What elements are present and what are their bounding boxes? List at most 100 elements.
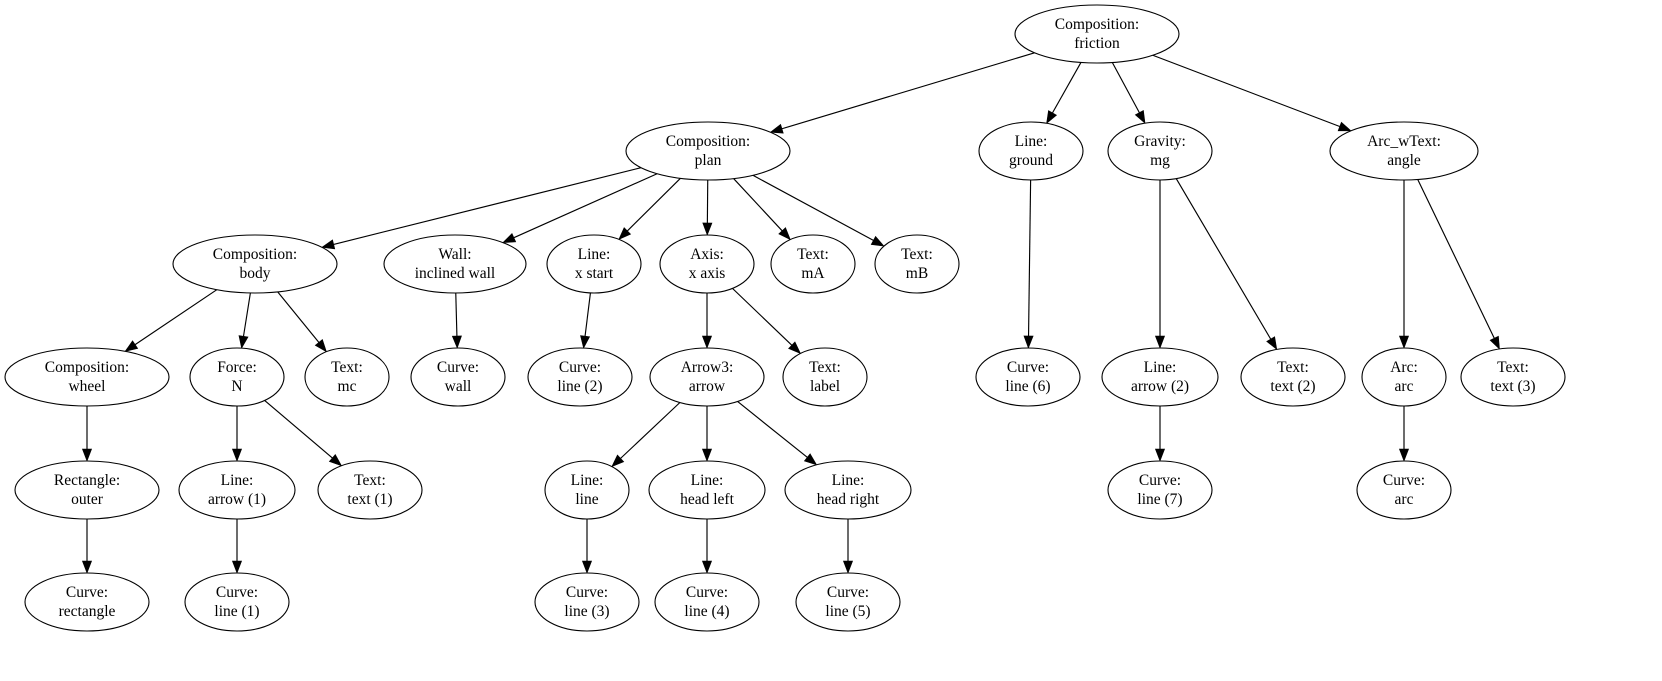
node-arc[interactable]: Arc:arc bbox=[1361, 347, 1447, 407]
node-shape[interactable] bbox=[1329, 121, 1479, 181]
node-shape[interactable] bbox=[1460, 347, 1566, 407]
node-line6[interactable]: Curve:line (6) bbox=[975, 347, 1081, 407]
node-shape[interactable] bbox=[874, 234, 960, 294]
node-shape[interactable] bbox=[649, 347, 765, 407]
node-label-name: line (3) bbox=[564, 603, 609, 620]
node-shape[interactable] bbox=[978, 121, 1084, 181]
node-label-type: Text: bbox=[797, 246, 829, 263]
arrow-head-icon bbox=[231, 448, 243, 462]
node-shape[interactable] bbox=[784, 460, 912, 520]
node-shape[interactable] bbox=[654, 572, 760, 632]
node-shape[interactable] bbox=[1361, 347, 1447, 407]
node-label-type: Curve: bbox=[1383, 472, 1425, 489]
node-curvewall[interactable]: Curve:wall bbox=[410, 347, 506, 407]
node-shape[interactable] bbox=[1240, 347, 1346, 407]
node-wheel[interactable]: Composition:wheel bbox=[4, 347, 170, 407]
node-shape[interactable] bbox=[178, 460, 296, 520]
arrow-head-icon bbox=[314, 339, 327, 353]
node-shape[interactable] bbox=[189, 347, 285, 407]
node-shape[interactable] bbox=[14, 460, 160, 520]
node-shape[interactable] bbox=[4, 347, 170, 407]
node-rectangle[interactable]: Curve:rectangle bbox=[24, 572, 150, 632]
node-line4[interactable]: Curve:line (4) bbox=[654, 572, 760, 632]
node-shape[interactable] bbox=[770, 234, 856, 294]
node-shape[interactable] bbox=[659, 234, 755, 294]
node-gravity[interactable]: Gravity:mg bbox=[1107, 121, 1213, 181]
node-shape[interactable] bbox=[1101, 347, 1219, 407]
node-text3[interactable]: Text:text (3) bbox=[1460, 347, 1566, 407]
edge-plan-to-mB bbox=[752, 174, 874, 241]
node-mc[interactable]: Text:mc bbox=[304, 347, 390, 407]
node-shape[interactable] bbox=[304, 347, 390, 407]
node-lineline[interactable]: Line:line bbox=[544, 460, 630, 520]
node-label-type: Curve: bbox=[566, 584, 608, 601]
node-shape[interactable] bbox=[172, 234, 338, 294]
arrow-head-icon bbox=[870, 235, 885, 247]
node-mB[interactable]: Text:mB bbox=[874, 234, 960, 294]
node-text2[interactable]: Text:text (2) bbox=[1240, 347, 1346, 407]
node-xstart[interactable]: Line:x start bbox=[546, 234, 642, 294]
arrow-head-icon bbox=[81, 448, 93, 462]
node-shape[interactable] bbox=[527, 347, 633, 407]
node-friction[interactable]: Composition:friction bbox=[1014, 4, 1180, 64]
node-text1[interactable]: Text:text (1) bbox=[317, 460, 423, 520]
node-shape[interactable] bbox=[648, 460, 766, 520]
node-outer[interactable]: Rectangle:outer bbox=[14, 460, 160, 520]
node-plan[interactable]: Composition:plan bbox=[625, 121, 791, 181]
node-shape[interactable] bbox=[1107, 460, 1213, 520]
node-shape[interactable] bbox=[544, 460, 630, 520]
arrow-head-icon bbox=[502, 232, 517, 243]
node-label-name: body bbox=[240, 265, 271, 282]
node-label-name: label bbox=[810, 378, 840, 395]
node-shape[interactable] bbox=[410, 347, 506, 407]
node-label-type: Curve: bbox=[559, 359, 601, 376]
node-shape[interactable] bbox=[184, 572, 290, 632]
node-forceN[interactable]: Force:N bbox=[189, 347, 285, 407]
node-line7[interactable]: Curve:line (7) bbox=[1107, 460, 1213, 520]
node-shape[interactable] bbox=[383, 234, 527, 294]
node-angle[interactable]: Arc_wText:angle bbox=[1329, 121, 1479, 181]
node-shape[interactable] bbox=[782, 347, 868, 407]
node-shape[interactable] bbox=[1356, 460, 1452, 520]
arrow-head-icon bbox=[1266, 336, 1278, 351]
edge-plan-to-xstart bbox=[626, 177, 681, 232]
node-wall[interactable]: Wall:inclined wall bbox=[383, 234, 527, 294]
nodes-layer: Composition:frictionComposition:planLine… bbox=[4, 4, 1566, 632]
node-shape[interactable] bbox=[24, 572, 150, 632]
edge-body-to-forceN bbox=[242, 292, 251, 337]
node-label-type: Line: bbox=[832, 472, 865, 489]
node-label-name: inclined wall bbox=[415, 265, 496, 282]
node-label-type: Gravity: bbox=[1134, 133, 1186, 150]
node-shape[interactable] bbox=[795, 572, 901, 632]
edge-body-to-wheel bbox=[134, 289, 218, 346]
node-shape[interactable] bbox=[625, 121, 791, 181]
node-line3[interactable]: Curve: line (3) bbox=[534, 572, 640, 632]
node-line1[interactable]: Curve:line (1) bbox=[184, 572, 290, 632]
node-label-name: line (1) bbox=[214, 603, 259, 620]
node-headright[interactable]: Line:head right bbox=[784, 460, 912, 520]
node-xaxis[interactable]: Axis:x axis bbox=[659, 234, 755, 294]
node-headleft[interactable]: Line:head left bbox=[648, 460, 766, 520]
node-arrow2[interactable]: Line:arrow (2) bbox=[1101, 347, 1219, 407]
node-label[interactable]: Text:label bbox=[782, 347, 868, 407]
node-shape[interactable] bbox=[975, 347, 1081, 407]
node-label-type: Axis: bbox=[690, 246, 724, 263]
node-shape[interactable] bbox=[1107, 121, 1213, 181]
edge-plan-to-body bbox=[333, 167, 642, 245]
node-label-name: x start bbox=[575, 265, 614, 282]
node-arrow3[interactable]: Arrow3:arrow bbox=[649, 347, 765, 407]
node-shape[interactable] bbox=[1014, 4, 1180, 64]
node-line2[interactable]: Curve:line (2) bbox=[527, 347, 633, 407]
node-arrow1[interactable]: Line:arrow (1) bbox=[178, 460, 296, 520]
node-mA[interactable]: Text:mA bbox=[770, 234, 856, 294]
node-label-name: rectangle bbox=[59, 603, 116, 620]
node-body[interactable]: Composition:body bbox=[172, 234, 338, 294]
node-shape[interactable] bbox=[317, 460, 423, 520]
edge-friction-to-ground bbox=[1051, 62, 1082, 114]
arrow-head-icon bbox=[1154, 448, 1166, 462]
node-line5[interactable]: Curve:line (5) bbox=[795, 572, 901, 632]
node-curvearc[interactable]: Curve:arc bbox=[1356, 460, 1452, 520]
node-shape[interactable] bbox=[534, 572, 640, 632]
node-shape[interactable] bbox=[546, 234, 642, 294]
node-ground[interactable]: Line:ground bbox=[978, 121, 1084, 181]
